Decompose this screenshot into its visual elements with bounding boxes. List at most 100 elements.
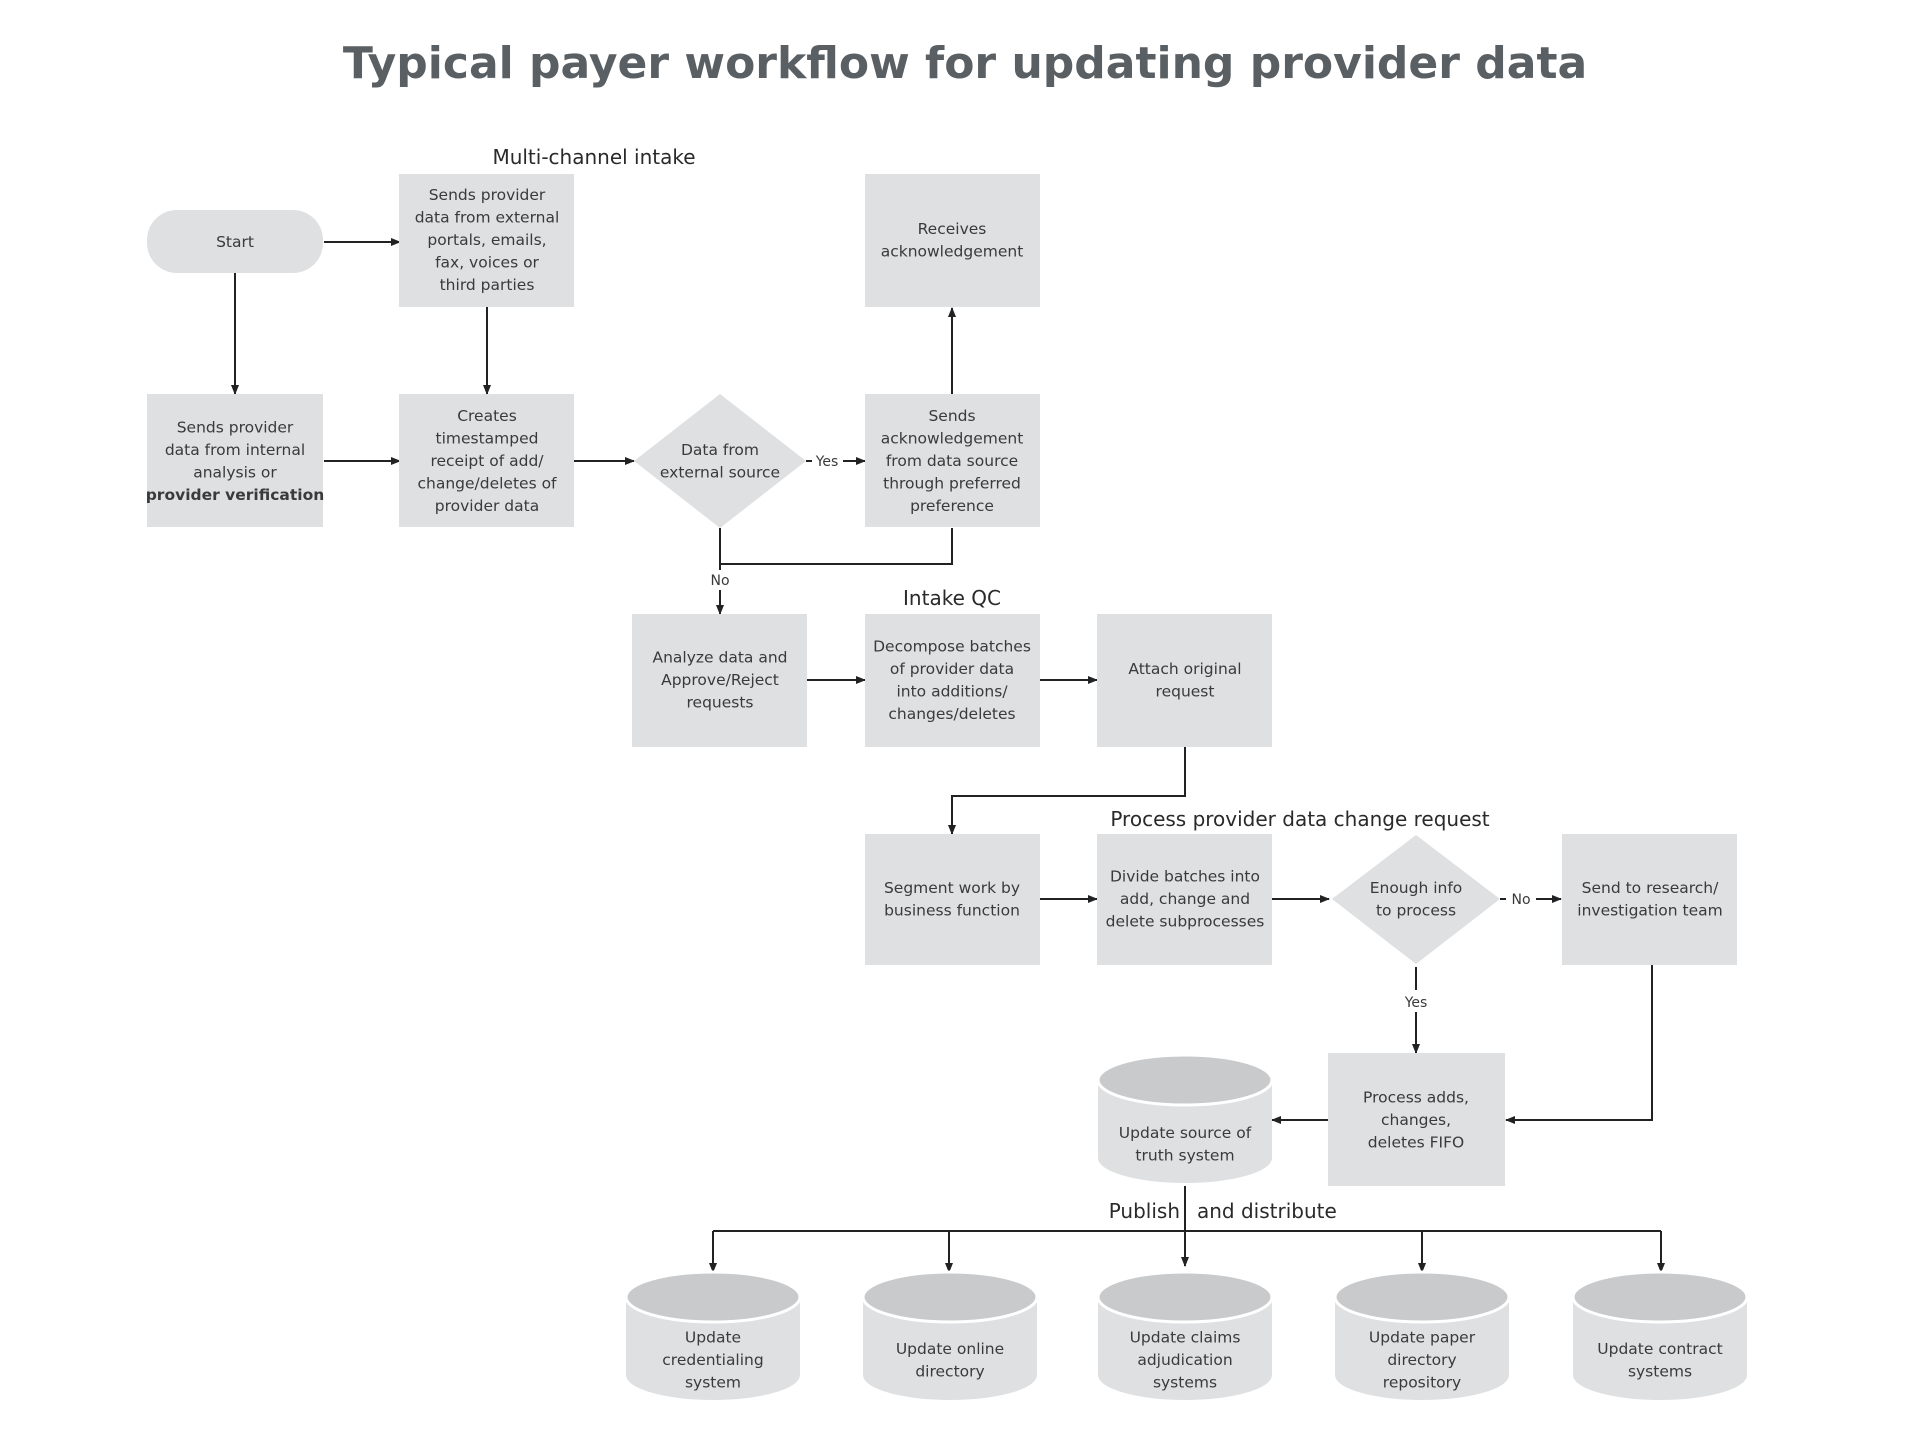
- edge-label-no-research: No: [1511, 892, 1530, 908]
- db-source-truth-body: [1098, 1080, 1272, 1183]
- node-attach: Attach original request: [1097, 614, 1272, 747]
- label-line: into additions/: [896, 682, 1008, 700]
- db-credentialing-label: Update credentialing system: [662, 1329, 763, 1392]
- label-line: Decompose batches: [873, 637, 1031, 655]
- connectors: [231, 238, 1665, 1273]
- label-line: changes/deletes: [888, 705, 1015, 723]
- node-receive-ack-label: Receives acknowledgement: [881, 220, 1024, 261]
- label-line: delete subprocesses: [1106, 913, 1265, 931]
- label-line: system: [685, 1374, 741, 1392]
- node-research-label: Send to research/investigation team: [1577, 879, 1722, 920]
- label-line: fax, voices or: [435, 254, 539, 272]
- label-line: systems: [1628, 1362, 1692, 1380]
- label-line: acknowledgement: [881, 430, 1024, 448]
- label-line: Update claims: [1130, 1329, 1241, 1347]
- label-line: data from external: [415, 209, 560, 227]
- label-line: from data source: [886, 452, 1018, 470]
- db-claims: Update claims adjudication systems: [1096, 1270, 1274, 1400]
- decision-external-source-label: Data from external source: [660, 441, 780, 482]
- label-line: adjudication: [1137, 1351, 1232, 1369]
- label-line: requests: [687, 694, 754, 712]
- section-label-process: Process provider data change request: [1110, 807, 1489, 831]
- edge-label-yes-process: Yes: [1404, 995, 1428, 1011]
- label-line: business function: [884, 901, 1020, 919]
- node-decompose-label: Decompose batches of provider data into ad…: [873, 637, 1031, 723]
- label-line: Start: [216, 233, 254, 251]
- db-paper-directory-body: [1335, 1297, 1509, 1400]
- label-line: acknowledgement: [881, 242, 1024, 260]
- label-line: directory: [1387, 1351, 1456, 1369]
- label-line: third parties: [440, 276, 535, 294]
- label-line: through preferred: [883, 475, 1021, 493]
- label-line: provider verification: [146, 486, 325, 504]
- decision-enough-info: Enough info to process: [1332, 835, 1500, 964]
- label-line: Update contract: [1597, 1340, 1722, 1358]
- node-divide-label: Divide batches into add, change and delete…: [1106, 868, 1265, 931]
- label-line: provider data: [435, 497, 539, 515]
- label-line: request: [1156, 682, 1215, 700]
- node-decompose: Decompose batches of provider data into ad…: [865, 614, 1040, 747]
- db-online-directory-top: [861, 1270, 1039, 1324]
- db-source-truth-top: [1096, 1053, 1274, 1107]
- label-line: Approve/Reject: [661, 671, 779, 689]
- db-credentialing: Update credentialing system: [624, 1270, 802, 1400]
- db-claims-top: [1096, 1270, 1274, 1324]
- label-line: Attach original: [1128, 660, 1241, 678]
- db-contract-top: [1571, 1270, 1749, 1324]
- db-contract-body: [1573, 1297, 1747, 1400]
- label-line: Analyze data and: [652, 649, 787, 667]
- db-credentialing-body: [626, 1297, 800, 1400]
- node-process-fifo: Process adds, changes, deletes FIFO: [1328, 1053, 1505, 1186]
- label-line: Enough info: [1370, 879, 1463, 897]
- label-line: Process adds,: [1363, 1089, 1469, 1107]
- label-line: analysis or: [193, 463, 277, 481]
- db-contract-label: Update contract systems: [1597, 1340, 1722, 1381]
- db-source-truth-label: Update source of truth system: [1119, 1124, 1252, 1165]
- edge-decision-loop: [719, 528, 953, 565]
- label-line: Send to research/: [1582, 879, 1720, 897]
- label-line: receipt of add/: [430, 452, 544, 470]
- label-line: add, change and: [1120, 890, 1250, 908]
- db-credentialing-top: [624, 1270, 802, 1324]
- label-line: systems: [1153, 1374, 1217, 1392]
- label-line: Update paper: [1369, 1329, 1476, 1347]
- label-line: Receives: [918, 220, 987, 238]
- db-paper-directory-top: [1333, 1270, 1511, 1324]
- label-line: Divide batches into: [1110, 868, 1260, 886]
- node-start: Start: [147, 210, 323, 273]
- node-sends-internal-label: Sends provider data from internal analysis…: [146, 418, 325, 504]
- label-line: credentialing: [662, 1351, 763, 1369]
- label-line: to process: [1376, 901, 1456, 919]
- label-line: Creates: [457, 407, 517, 425]
- decision-enough-info-label: Enough info to process: [1370, 879, 1463, 920]
- node-receive-ack: Receives acknowledgement: [865, 174, 1040, 307]
- label-line: deletes FIFO: [1368, 1134, 1464, 1152]
- node-sends-internal: Sends provider data from internal analysis…: [146, 394, 325, 527]
- label-line: Update: [685, 1329, 741, 1347]
- label-line: Data from: [681, 441, 759, 459]
- label-line: truth system: [1135, 1146, 1234, 1164]
- label-line: portals, emails,: [427, 231, 546, 249]
- label-line: Update source of: [1119, 1124, 1252, 1142]
- edge-label-yes-ack: Yes: [815, 454, 839, 470]
- label-line: change/deletes of: [417, 475, 557, 493]
- node-divide: Divide batches into add, change and delete…: [1097, 834, 1272, 965]
- label-line: data from internal: [165, 441, 305, 459]
- db-source-truth: Update source of truth system: [1096, 1053, 1274, 1183]
- label-line: external source: [660, 463, 780, 481]
- diagram-title: Typical payer workflow for updating prov…: [343, 38, 1587, 89]
- label-line: timestamped: [436, 430, 539, 448]
- label-line: changes,: [1381, 1111, 1451, 1129]
- section-label-intake: Multi-channel intake: [492, 145, 695, 169]
- label-line: of provider data: [890, 660, 1014, 678]
- section-label-publish: Publish: [1109, 1199, 1180, 1223]
- label-line: Sends provider: [177, 418, 294, 436]
